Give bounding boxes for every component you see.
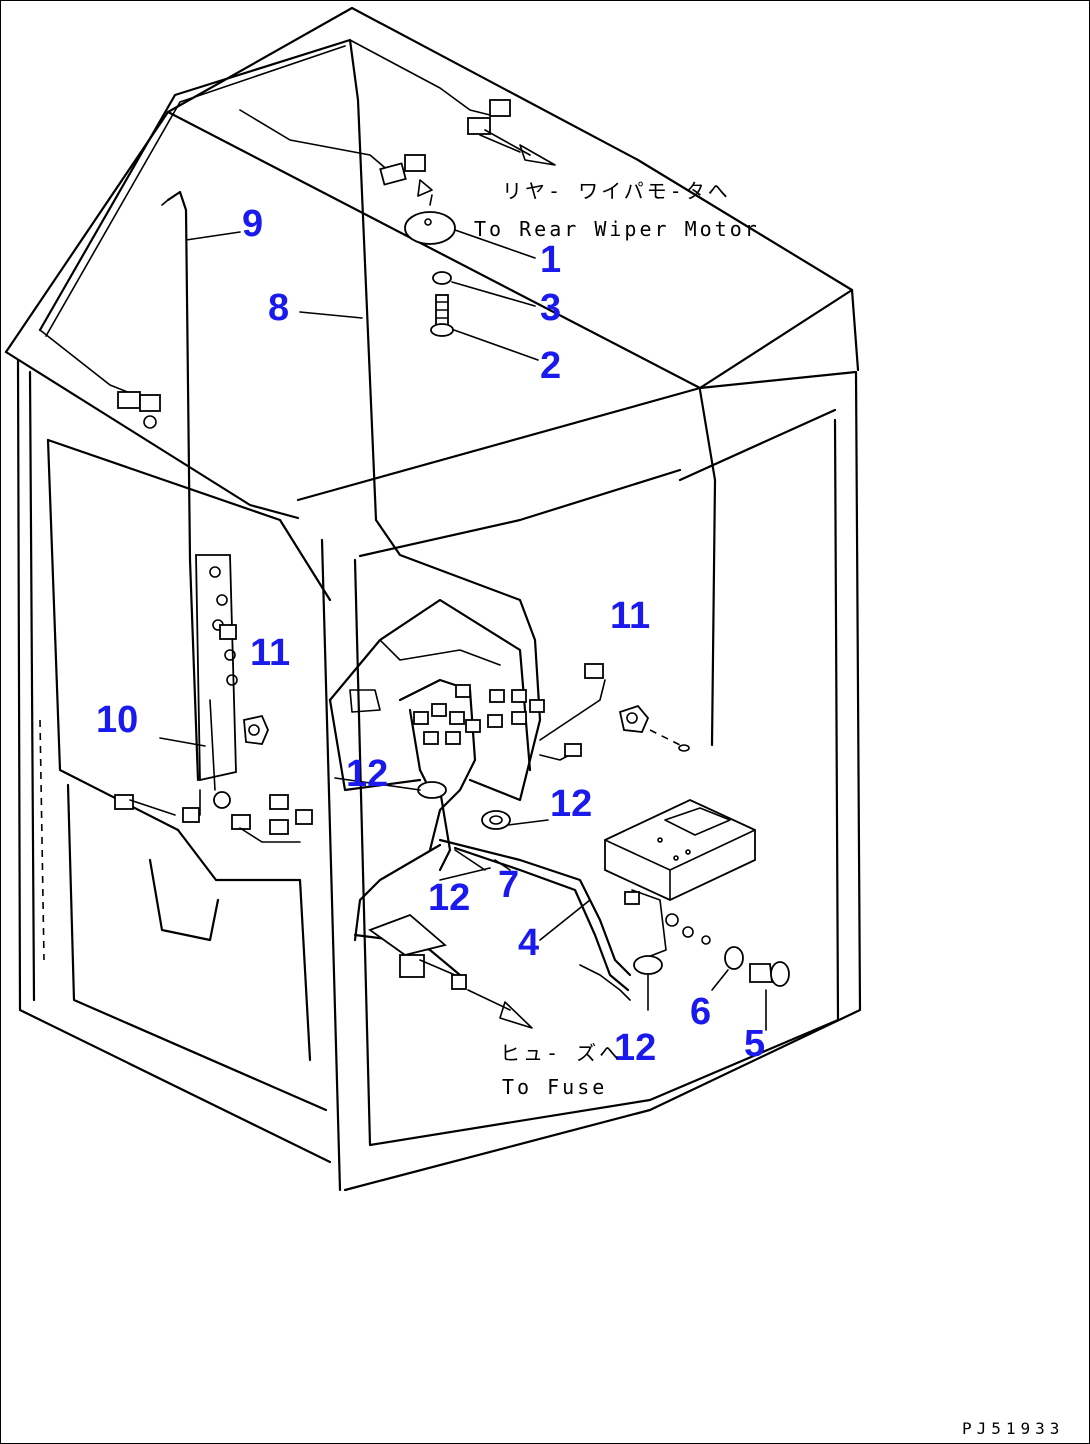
grommet-part12-c bbox=[633, 955, 663, 1011]
clamp-part11-left bbox=[243, 714, 269, 745]
callout-12-bottom: 12 bbox=[614, 1027, 656, 1069]
control-box bbox=[604, 799, 756, 961]
pillar-harness bbox=[161, 190, 200, 782]
callout-8: 8 bbox=[268, 287, 289, 329]
wiper-connectors bbox=[379, 99, 531, 197]
drawing-code: PJ51933 bbox=[962, 1419, 1064, 1438]
floor-harness bbox=[353, 838, 632, 992]
washer-part6 bbox=[711, 946, 744, 991]
callout-11-right: 11 bbox=[610, 595, 650, 637]
bolt-part2 bbox=[430, 294, 539, 361]
note-rear-wiper-en: To Rear Wiper Motor bbox=[474, 217, 760, 241]
callout-2: 2 bbox=[540, 345, 561, 387]
note-rear-wiper-jp: リヤ- ワイパモ-タへ bbox=[502, 179, 731, 203]
callout-12-right: 12 bbox=[550, 783, 592, 825]
mount-plate-part1 bbox=[404, 194, 536, 259]
roof-harness bbox=[38, 38, 542, 722]
washer-part3 bbox=[432, 271, 536, 307]
fuse-harness bbox=[353, 913, 631, 1001]
callout-7: 7 bbox=[498, 864, 519, 906]
note-fuse-en: To Fuse bbox=[502, 1075, 607, 1099]
grommet-part12-b bbox=[481, 810, 511, 830]
pillar-connectors bbox=[117, 391, 238, 791]
callout-12-console: 12 bbox=[346, 753, 388, 795]
callout-12-floor: 12 bbox=[428, 877, 470, 919]
callout-10: 10 bbox=[96, 699, 138, 741]
central-harness bbox=[398, 663, 606, 872]
note-fuse-jp: ヒュ- ズへ bbox=[500, 1041, 622, 1065]
callout-leaders bbox=[159, 231, 591, 941]
callout-4: 4 bbox=[518, 922, 539, 964]
lower-left-connectors bbox=[114, 789, 313, 843]
callout-9: 9 bbox=[242, 203, 263, 245]
grommet-part12-a bbox=[417, 781, 447, 799]
bolt-part5 bbox=[749, 961, 790, 1031]
callout-3: 3 bbox=[540, 287, 561, 329]
clamp-part11-right bbox=[618, 704, 690, 752]
callout-6: 6 bbox=[690, 991, 711, 1033]
arrow-to-fuse bbox=[467, 989, 533, 1029]
callout-11-left: 11 bbox=[250, 632, 290, 674]
callout-5: 5 bbox=[744, 1023, 765, 1065]
arrow-to-rear-wiper bbox=[479, 134, 556, 166]
cab-outline bbox=[4, 6, 862, 1192]
callout-1: 1 bbox=[540, 239, 561, 281]
